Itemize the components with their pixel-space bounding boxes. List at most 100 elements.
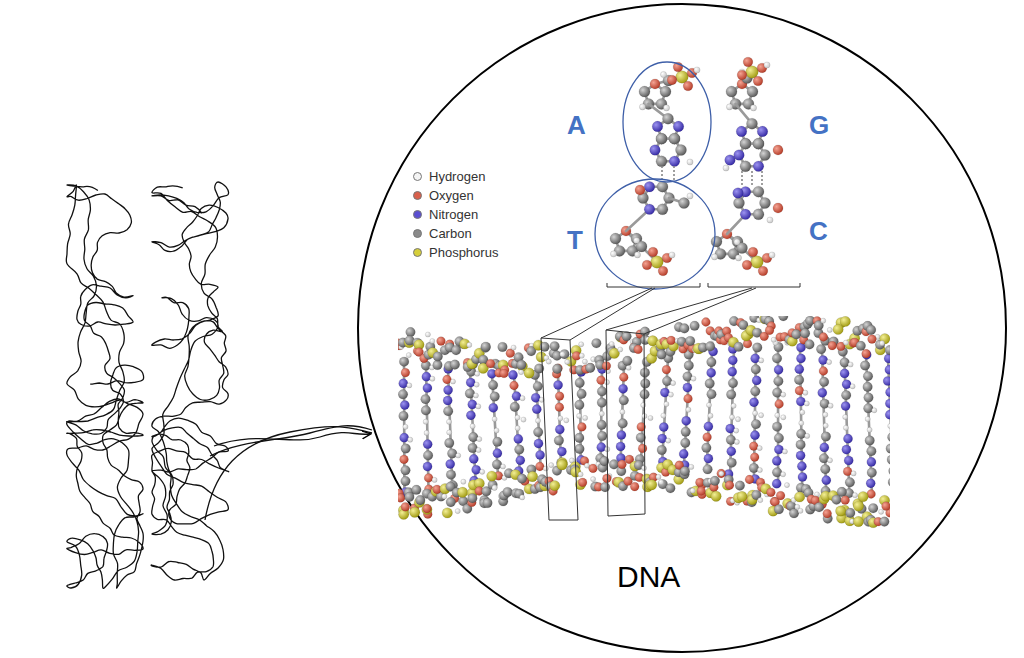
atom (703, 465, 713, 475)
atom (433, 360, 443, 370)
atom (483, 498, 493, 508)
atom (658, 266, 668, 276)
strand-line (210, 426, 372, 456)
atom (442, 494, 447, 499)
atom (796, 429, 806, 439)
atom (774, 433, 784, 443)
atom (648, 415, 653, 420)
atom (740, 138, 751, 149)
atom (682, 416, 691, 425)
atom (408, 437, 413, 442)
atom (823, 509, 832, 518)
atom (481, 342, 491, 352)
atom (430, 338, 435, 343)
atom (767, 488, 776, 497)
atom (731, 403, 736, 408)
atom (781, 472, 786, 477)
atom (681, 427, 691, 437)
atom (882, 502, 890, 511)
atom (753, 186, 764, 197)
atom (597, 398, 607, 408)
atom (618, 460, 627, 469)
atom (668, 392, 673, 397)
atom (865, 416, 870, 421)
atom (640, 368, 650, 378)
atom (634, 345, 643, 354)
atom (447, 449, 457, 459)
atom (734, 239, 740, 245)
atom (660, 86, 671, 97)
atom (868, 503, 878, 513)
legend-row: Phosphorus (413, 243, 498, 262)
atom (456, 453, 461, 458)
atom (805, 340, 815, 350)
atom (757, 126, 768, 137)
legend-text: Nitrogen (429, 207, 478, 222)
atom (740, 209, 751, 220)
atom (848, 362, 853, 367)
hydrogen-bond (661, 166, 663, 180)
atom (819, 454, 829, 464)
atom (578, 423, 587, 432)
atom (864, 404, 874, 414)
atom (765, 326, 774, 335)
atom (845, 478, 855, 488)
atom (494, 428, 499, 433)
atom (819, 333, 828, 342)
atom (685, 336, 695, 346)
atom (549, 463, 554, 468)
atom (662, 376, 672, 386)
atom (493, 437, 503, 447)
atom (779, 316, 789, 321)
atom (575, 378, 585, 388)
atom (772, 388, 782, 398)
atom (450, 360, 460, 370)
atom (512, 392, 521, 401)
atom (789, 509, 799, 519)
atom (728, 356, 737, 365)
atom (821, 432, 831, 442)
atom (798, 508, 803, 513)
atom (841, 402, 850, 411)
atom (423, 440, 432, 449)
atom (750, 105, 756, 111)
dna-helix (398, 316, 890, 528)
atom (821, 464, 831, 474)
atom (401, 466, 411, 476)
atom (610, 251, 616, 257)
atom (616, 442, 625, 451)
atom (554, 436, 564, 446)
atom (407, 383, 412, 388)
atom (657, 181, 668, 192)
atom (745, 475, 754, 484)
atom (884, 354, 890, 363)
atom (403, 424, 408, 429)
legend-swatch (413, 210, 422, 219)
atom (694, 67, 700, 73)
atom (843, 434, 852, 443)
atom (751, 365, 761, 375)
atom (535, 418, 540, 423)
legend-swatch (413, 191, 422, 200)
atom (707, 357, 717, 367)
atom (662, 365, 671, 374)
highlight-box (606, 330, 645, 516)
atom (880, 517, 890, 527)
atom (689, 464, 694, 469)
atom (609, 341, 614, 346)
atom (843, 425, 848, 430)
atom (517, 474, 527, 484)
atom (466, 411, 475, 420)
atom (774, 365, 783, 374)
atom (746, 118, 757, 129)
atom (726, 435, 736, 445)
atom (400, 433, 409, 442)
atom (735, 481, 745, 491)
atom (885, 345, 890, 355)
atom (796, 397, 805, 406)
atom (774, 505, 784, 515)
atom (557, 460, 567, 470)
atom (492, 485, 497, 490)
atom (852, 493, 857, 498)
